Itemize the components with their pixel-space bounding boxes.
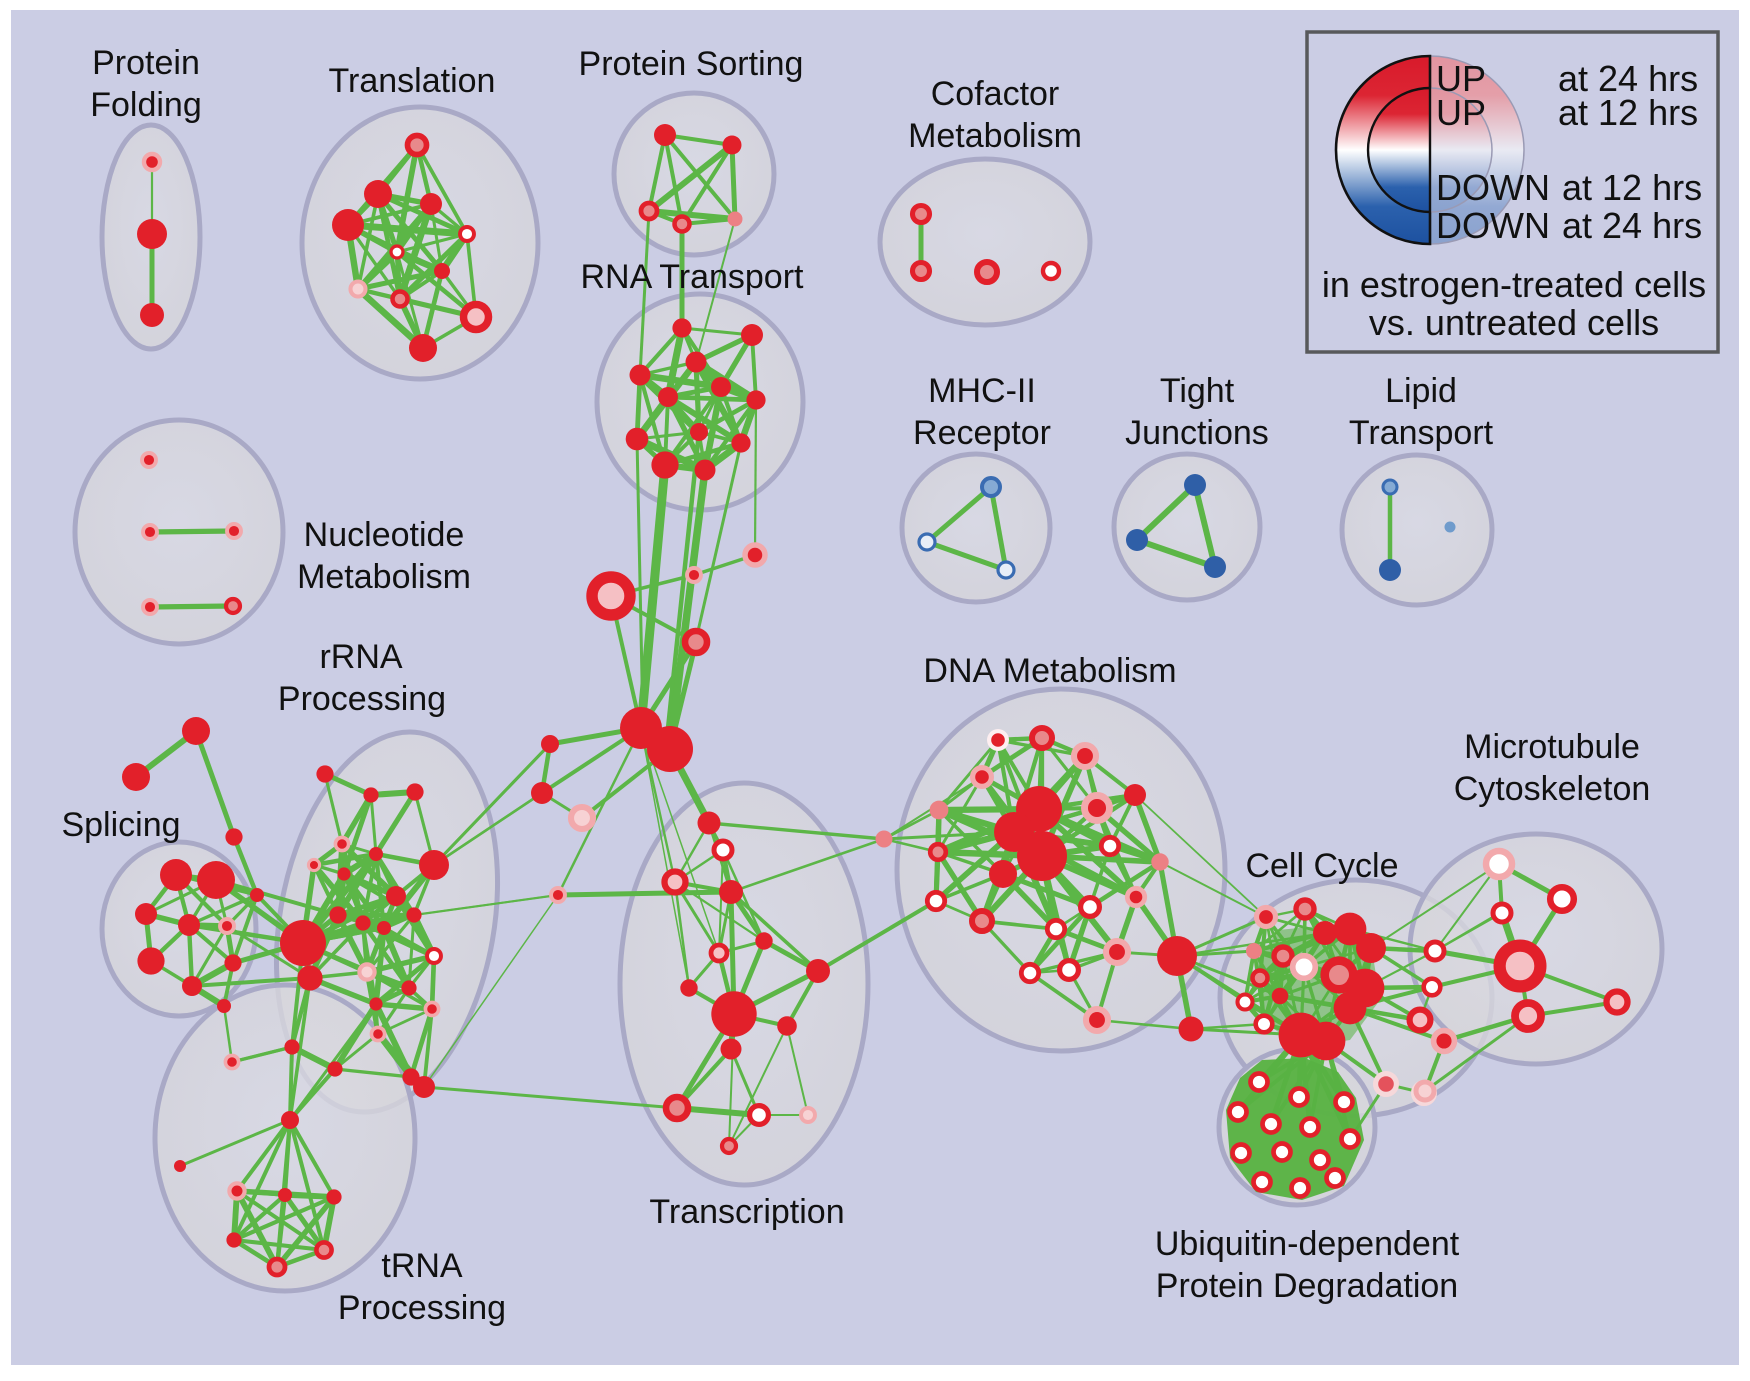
svg-text:vs. untreated cells: vs. untreated cells xyxy=(1369,302,1659,343)
svg-text:Transport: Transport xyxy=(1349,414,1494,452)
svg-text:Ubiquitin-dependent: Ubiquitin-dependent xyxy=(1155,1225,1460,1263)
svg-text:Microtubule: Microtubule xyxy=(1464,728,1640,766)
svg-text:Nucleotide: Nucleotide xyxy=(304,516,465,554)
svg-text:Tight: Tight xyxy=(1160,372,1235,410)
svg-text:Processing: Processing xyxy=(278,680,446,718)
svg-text:Protein: Protein xyxy=(92,44,200,82)
svg-text:Receptor: Receptor xyxy=(913,414,1051,452)
svg-text:at 24 hrs: at 24 hrs xyxy=(1558,58,1698,99)
svg-text:Splicing: Splicing xyxy=(61,806,180,844)
svg-text:Cytoskeleton: Cytoskeleton xyxy=(1454,770,1651,808)
svg-text:at 12 hrs: at 12 hrs xyxy=(1558,92,1698,133)
svg-text:Protein Sorting: Protein Sorting xyxy=(579,45,804,83)
svg-text:Cofactor: Cofactor xyxy=(931,75,1060,113)
svg-text:DOWN: DOWN xyxy=(1436,167,1550,208)
svg-text:Cell Cycle: Cell Cycle xyxy=(1245,847,1398,885)
svg-text:UP: UP xyxy=(1436,58,1486,99)
svg-text:Metabolism: Metabolism xyxy=(297,558,471,596)
svg-text:at 24 hrs: at 24 hrs xyxy=(1562,205,1702,246)
svg-text:Folding: Folding xyxy=(90,86,202,124)
svg-text:MHC-II: MHC-II xyxy=(928,372,1036,410)
svg-text:Translation: Translation xyxy=(329,62,496,100)
svg-text:in estrogen-treated cells: in estrogen-treated cells xyxy=(1322,264,1706,305)
svg-text:Transcription: Transcription xyxy=(649,1193,844,1231)
svg-text:RNA Transport: RNA Transport xyxy=(581,258,805,296)
svg-text:DOWN: DOWN xyxy=(1436,205,1550,246)
svg-text:at 12 hrs: at 12 hrs xyxy=(1562,167,1702,208)
svg-text:rRNA: rRNA xyxy=(319,638,402,676)
svg-text:Processing: Processing xyxy=(338,1289,506,1327)
svg-text:tRNA: tRNA xyxy=(381,1247,463,1285)
svg-text:UP: UP xyxy=(1436,92,1486,133)
svg-text:Lipid: Lipid xyxy=(1385,372,1457,410)
svg-text:DNA Metabolism: DNA Metabolism xyxy=(923,652,1176,690)
svg-text:Protein Degradation: Protein Degradation xyxy=(1156,1267,1458,1305)
svg-text:Metabolism: Metabolism xyxy=(908,117,1082,155)
svg-text:Junctions: Junctions xyxy=(1125,414,1269,452)
